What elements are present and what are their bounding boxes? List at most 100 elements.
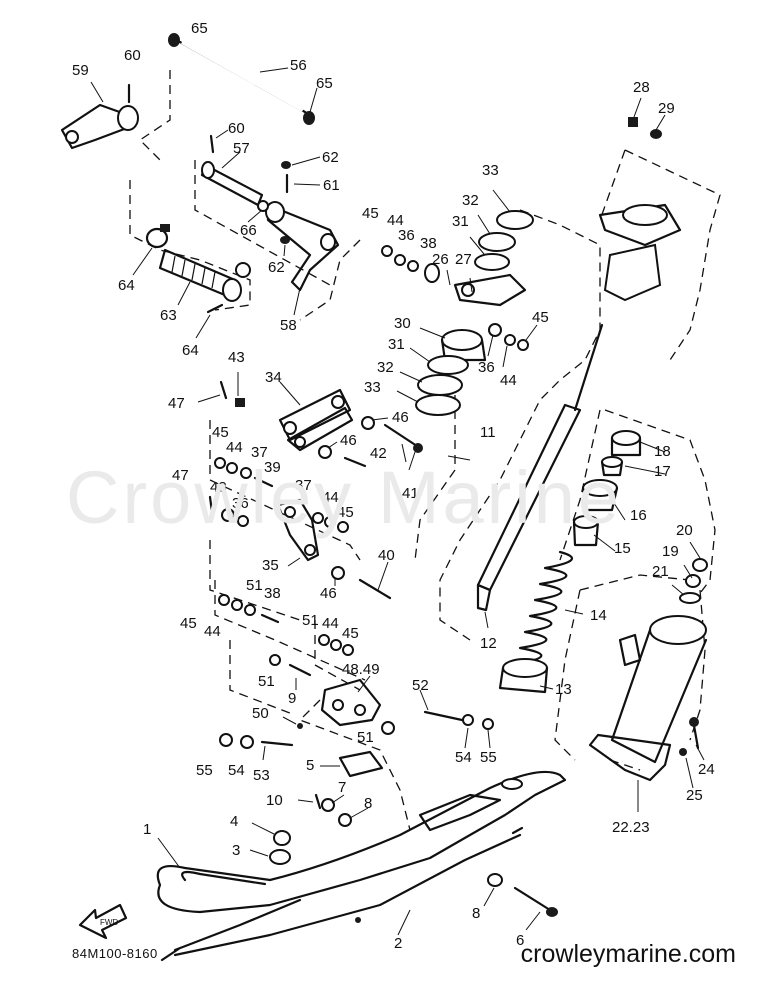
part-label-45b: 45 bbox=[532, 309, 549, 326]
part-label-31b: 31 bbox=[388, 336, 405, 353]
part-label-14: 14 bbox=[590, 607, 607, 624]
part-label-47a: 47 bbox=[168, 395, 185, 412]
website-url[interactable]: crowleymarine.com bbox=[520, 940, 736, 968]
part-label-7: 7 bbox=[338, 779, 346, 796]
part-label-45f: 45 bbox=[342, 625, 359, 642]
part-label-21: 21 bbox=[652, 563, 669, 580]
part-label-51b: 51 bbox=[302, 612, 319, 629]
part-label-25: 25 bbox=[686, 787, 703, 804]
part-label-54b: 54 bbox=[228, 762, 245, 779]
part-label-3: 3 bbox=[232, 842, 240, 859]
part-label-59: 59 bbox=[72, 62, 89, 79]
part-label-64a: 64 bbox=[118, 277, 135, 294]
part-label-46a: 46 bbox=[392, 409, 409, 426]
part-label-17: 17 bbox=[654, 463, 671, 480]
part-label-31a: 31 bbox=[452, 213, 469, 230]
part-label-38a: 38 bbox=[420, 235, 437, 252]
part-label-66: 66 bbox=[240, 222, 257, 239]
part-label-32a: 32 bbox=[462, 192, 479, 209]
part-label-30: 30 bbox=[394, 315, 411, 332]
part-label-19: 19 bbox=[662, 543, 679, 560]
part-label-45a: 45 bbox=[362, 205, 379, 222]
part-label-56: 56 bbox=[290, 57, 307, 74]
part-label-15: 15 bbox=[614, 540, 631, 557]
linkage-group bbox=[208, 329, 494, 865]
part-label-28: 28 bbox=[633, 79, 650, 96]
part-label-16: 16 bbox=[630, 507, 647, 524]
part-label-20: 20 bbox=[676, 522, 693, 539]
part-label-44b: 44 bbox=[500, 372, 517, 389]
part-label-34: 34 bbox=[265, 369, 282, 386]
part-label-37a: 37 bbox=[251, 444, 268, 461]
part-label-51a: 51 bbox=[246, 577, 263, 594]
part-label-47b: 47 bbox=[172, 467, 189, 484]
part-label-54a: 54 bbox=[455, 749, 472, 766]
reference-code: 84M100-8160 bbox=[72, 946, 158, 961]
part-label-64b: 64 bbox=[182, 342, 199, 359]
part-label-44d: 44 bbox=[322, 489, 339, 506]
part-label-9: 9 bbox=[288, 690, 296, 707]
part-label-24: 24 bbox=[698, 761, 715, 778]
part-label-46b: 46 bbox=[340, 432, 357, 449]
part-label-60a: 60 bbox=[124, 47, 141, 64]
part-label-61: 61 bbox=[323, 177, 340, 194]
part-label-27: 27 bbox=[455, 251, 472, 268]
part-label-45c: 45 bbox=[212, 424, 229, 441]
part-label-43a: 43 bbox=[228, 349, 245, 366]
part-label-55a: 55 bbox=[480, 749, 497, 766]
part-label-43b: 43 bbox=[210, 479, 227, 496]
part-label-57: 57 bbox=[233, 140, 250, 157]
part-label-41: 41 bbox=[402, 485, 419, 502]
part-label-45e: 45 bbox=[180, 615, 197, 632]
part-label-63: 63 bbox=[160, 307, 177, 324]
part-label-2223: 22.23 bbox=[612, 819, 650, 836]
part-label-50: 50 bbox=[252, 705, 269, 722]
part-label-8b: 8 bbox=[472, 905, 480, 922]
part-label-37b: 37 bbox=[295, 477, 312, 494]
part-label-44c: 44 bbox=[226, 439, 243, 456]
part-label-58: 58 bbox=[280, 317, 297, 334]
part-label-32b: 32 bbox=[377, 359, 394, 376]
part-label-4: 4 bbox=[230, 813, 238, 830]
part-label-39: 39 bbox=[264, 459, 281, 476]
upper-shock-mount bbox=[381, 117, 682, 351]
part-label-53: 53 bbox=[253, 767, 270, 784]
part-label-51c: 51 bbox=[258, 673, 275, 690]
part-label-44f: 44 bbox=[322, 615, 339, 632]
shock-absorber bbox=[476, 323, 708, 782]
direction-badge-text: FWD bbox=[100, 918, 118, 927]
ski: FWD bbox=[78, 770, 567, 962]
part-label-60b: 60 bbox=[228, 120, 245, 137]
part-label-1: 1 bbox=[143, 821, 151, 838]
part-label-33b: 33 bbox=[364, 379, 381, 396]
steering-shaft-group bbox=[60, 33, 340, 314]
part-label-65a: 65 bbox=[191, 20, 208, 37]
part-label-62a: 62 bbox=[322, 149, 339, 166]
part-label-26: 26 bbox=[432, 251, 449, 268]
part-label-29: 29 bbox=[658, 100, 675, 117]
part-label-36b: 36 bbox=[478, 359, 495, 376]
part-label-62b: 62 bbox=[268, 259, 285, 276]
part-label-5: 5 bbox=[306, 757, 314, 774]
part-label-12: 12 bbox=[480, 635, 497, 652]
part-label-44a: 44 bbox=[387, 212, 404, 229]
part-label-18: 18 bbox=[654, 443, 671, 460]
part-label-4849: 48.49 bbox=[342, 661, 380, 678]
part-label-36c: 36 bbox=[232, 495, 249, 512]
part-label-36a: 36 bbox=[398, 227, 415, 244]
part-label-13: 13 bbox=[555, 681, 572, 698]
leader-lines bbox=[90, 67, 705, 936]
part-label-55b: 55 bbox=[196, 762, 213, 779]
part-label-45d: 45 bbox=[337, 504, 354, 521]
part-label-44e: 44 bbox=[204, 623, 221, 640]
part-label-51d: 51 bbox=[357, 729, 374, 746]
part-label-65b: 65 bbox=[316, 75, 333, 92]
part-label-33a: 33 bbox=[482, 162, 499, 179]
part-label-10: 10 bbox=[266, 792, 283, 809]
watermark: Crowley Marine bbox=[66, 456, 623, 539]
part-label-2: 2 bbox=[394, 935, 402, 952]
part-label-35: 35 bbox=[262, 557, 279, 574]
part-label-46c: 46 bbox=[320, 585, 337, 602]
part-label-11: 11 bbox=[480, 424, 496, 441]
